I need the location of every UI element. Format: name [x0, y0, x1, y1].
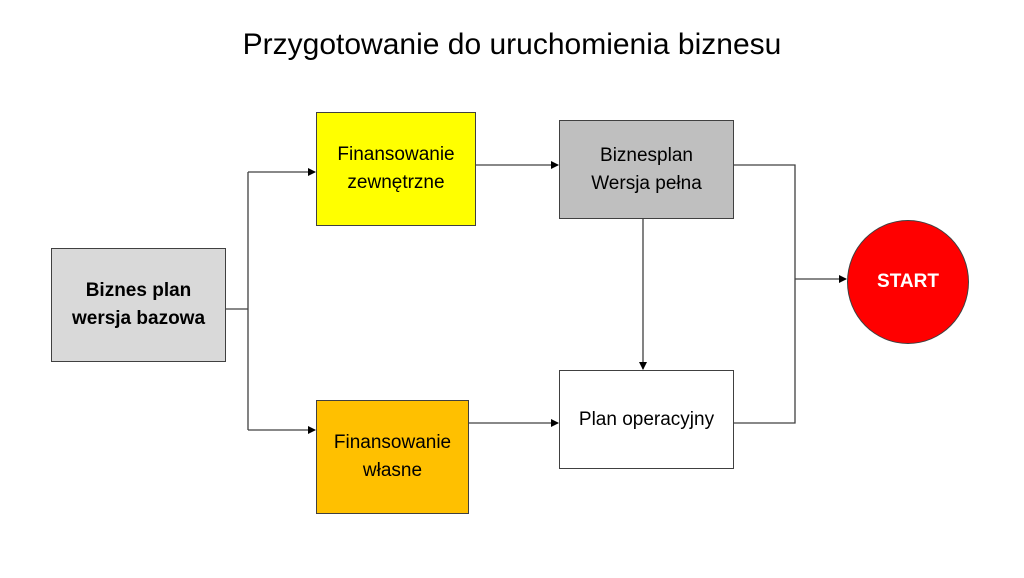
edge-merge — [733, 164, 796, 424]
node-start: START — [847, 220, 969, 344]
node-own-financing: Finansowanie własne — [316, 400, 469, 514]
node-external-financing: Finansowanie zewnętrzne — [316, 112, 476, 226]
node-business-plan-base: Biznes plan wersja bazowa — [51, 248, 226, 362]
node-label: Biznes plan — [85, 280, 192, 301]
node-label: START — [877, 271, 939, 292]
node-label: zewnętrzne — [347, 172, 445, 193]
node-label: wersja bazowa — [71, 308, 206, 329]
node-label: Finansowanie — [333, 432, 452, 453]
node-label: Biznesplan — [600, 144, 693, 166]
node-label: Finansowanie — [337, 144, 455, 165]
node-label: własne — [362, 460, 423, 481]
node-label: Wersja pełna — [591, 172, 702, 194]
node-operational-plan: Plan operacyjny — [559, 370, 734, 469]
diagram-title: Przygotowanie do uruchomienia biznesu — [242, 28, 782, 61]
edge-base-split — [225, 172, 249, 430]
node-label: Plan operacyjny — [578, 408, 715, 430]
